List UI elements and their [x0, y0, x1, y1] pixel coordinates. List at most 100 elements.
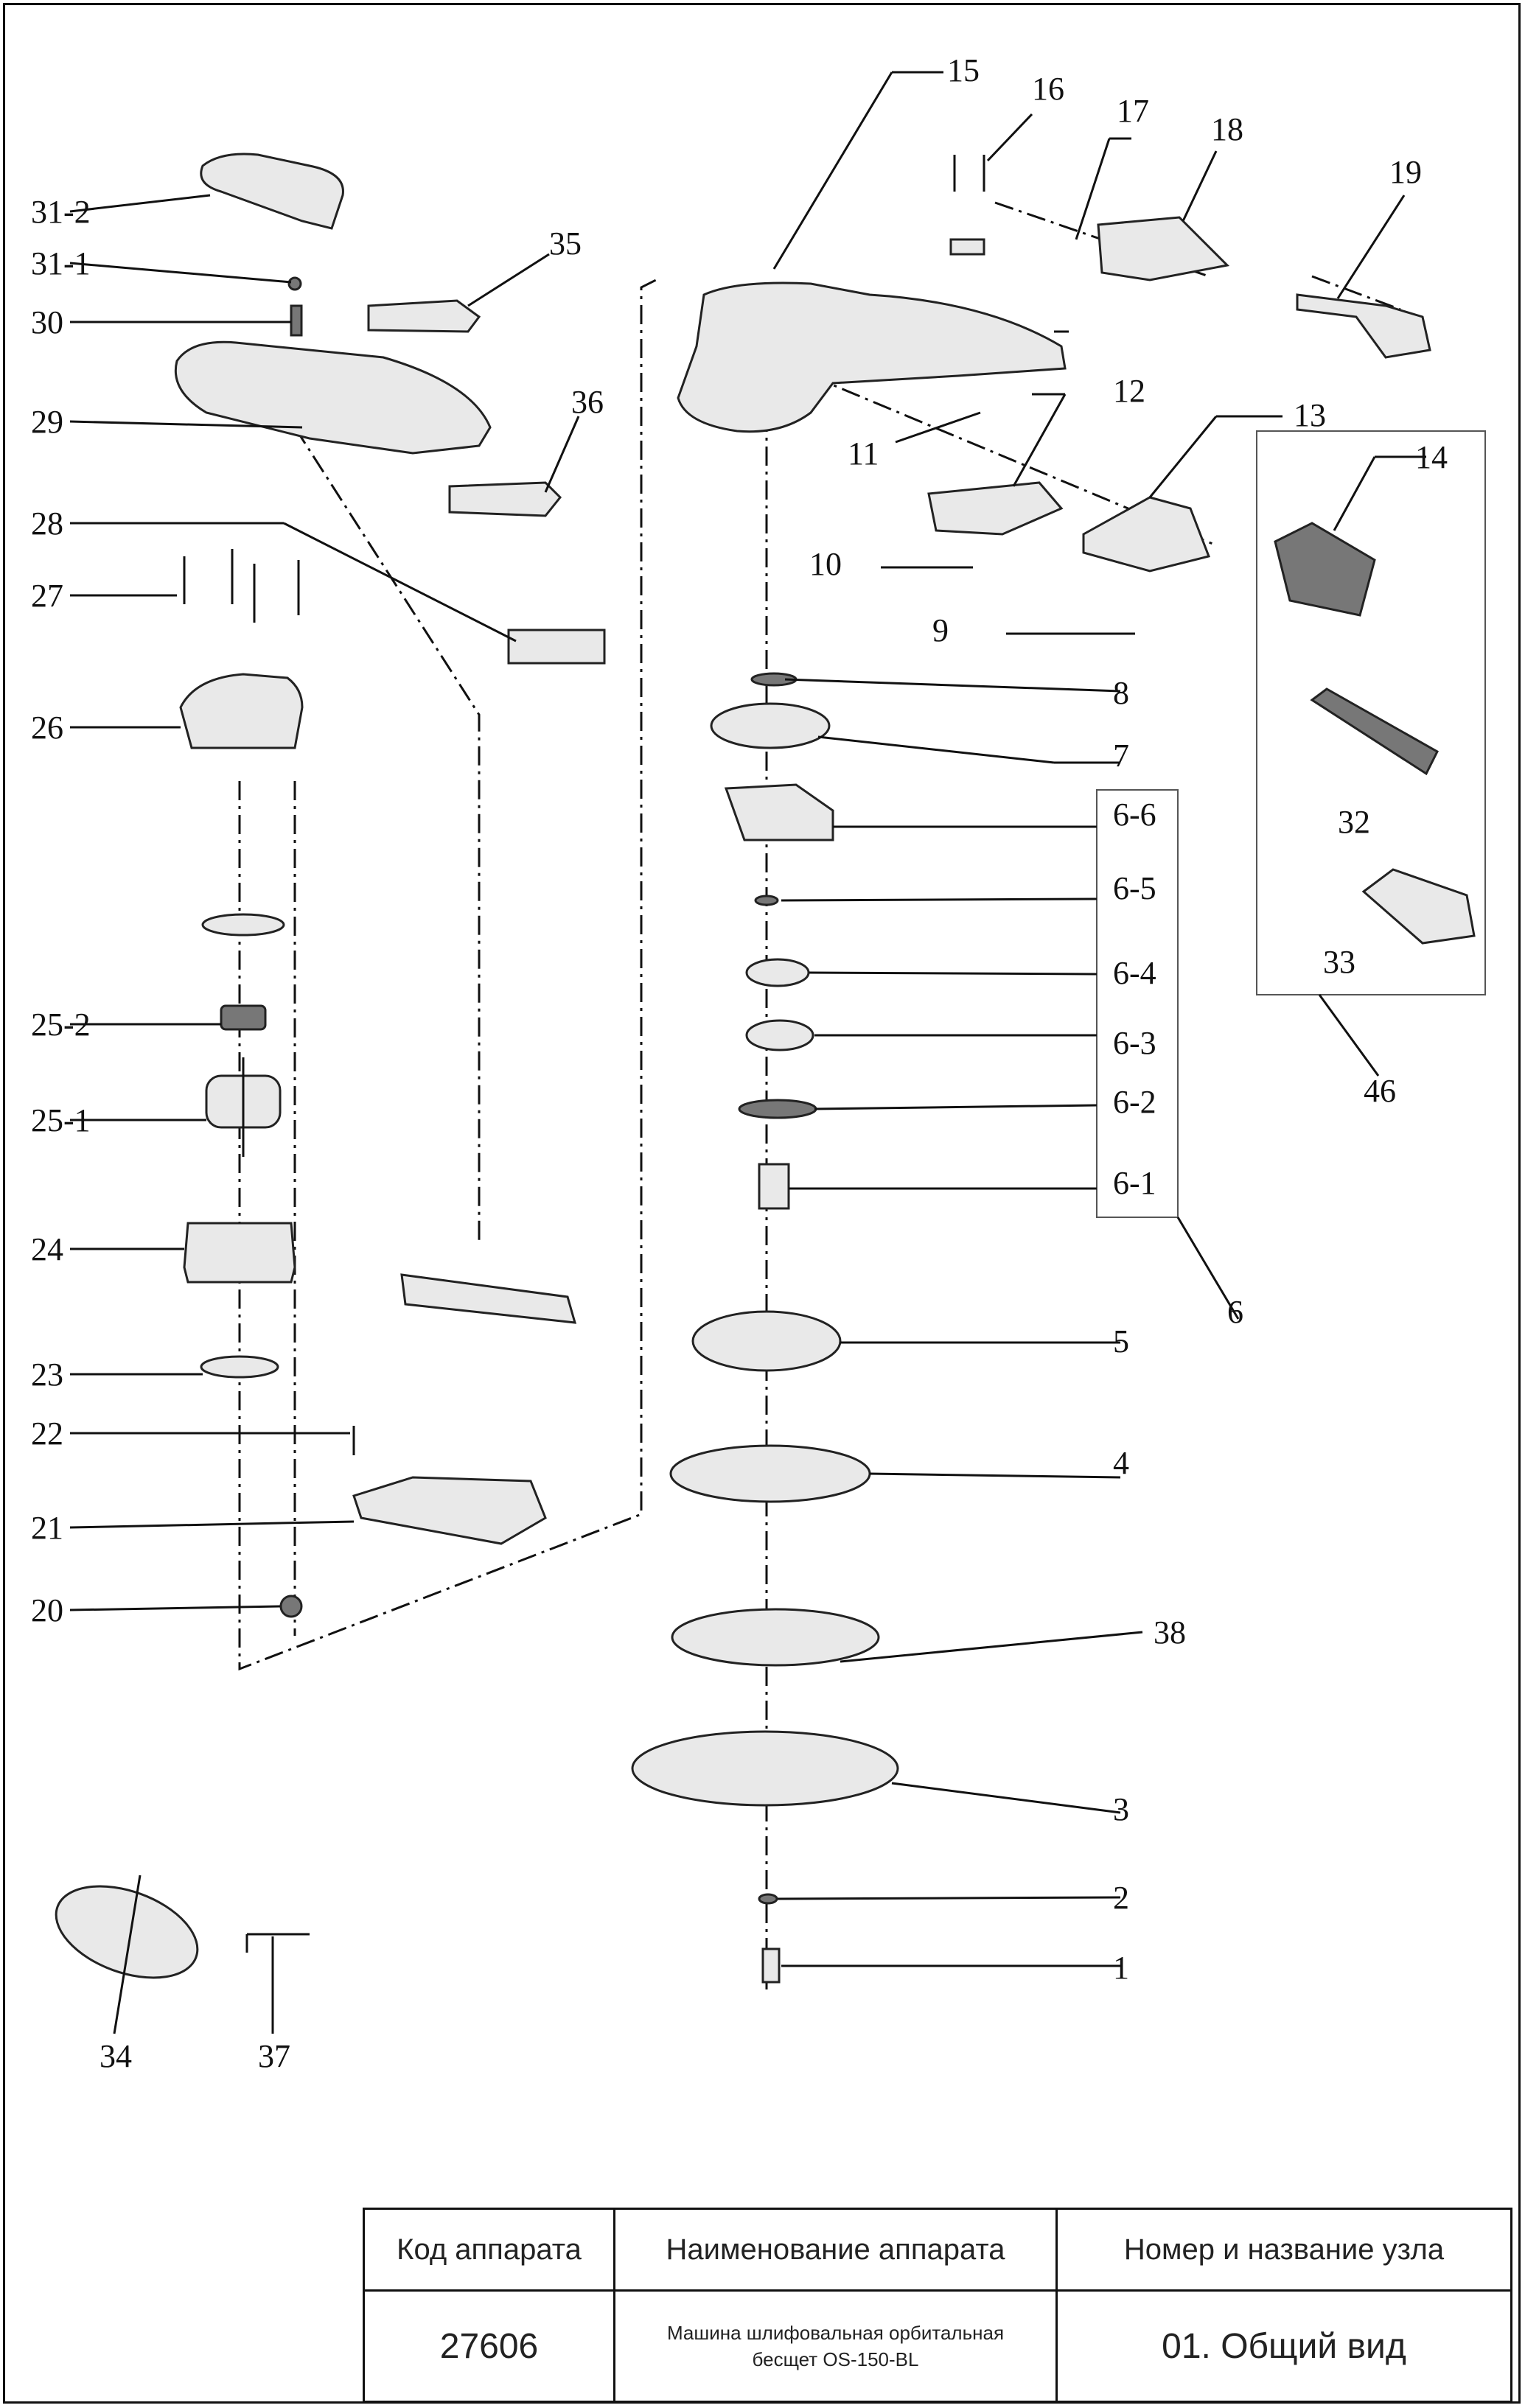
group-46-frame [1256, 430, 1486, 995]
part-1-screw [761, 1947, 781, 1984]
callout-33: 33 [1323, 944, 1355, 980]
callout-7: 7 [1113, 738, 1129, 774]
part-38-disc [671, 1608, 880, 1667]
callout-38: 38 [1154, 1614, 1186, 1651]
value-node: 01. Общий вид [1055, 2289, 1512, 2403]
callout-16: 16 [1032, 71, 1064, 107]
callout-32: 32 [1338, 804, 1370, 840]
callout-4: 4 [1113, 1445, 1129, 1481]
part-25-2-bearing [220, 1004, 267, 1031]
part-6-6-eccentric [724, 783, 834, 841]
callout-6: 6 [1227, 1294, 1243, 1330]
part-34-disc [55, 1885, 199, 1979]
part-4-seal [669, 1444, 871, 1503]
part-15-motor-housing [677, 281, 1067, 433]
callout-37: 36 [571, 384, 604, 420]
callout-30: 30 [31, 304, 63, 340]
callout-31-2: 31-2 [31, 194, 91, 230]
part-37-label [448, 481, 562, 517]
callout-3: 3 [1113, 1791, 1129, 1827]
part-19-plug [1296, 293, 1431, 359]
callout-2: 2 [1113, 1880, 1129, 1916]
part-6-4-bearing [745, 958, 810, 987]
part-29-housing-top [174, 340, 492, 455]
callout-36: 35 [549, 225, 582, 262]
part-23-ring [200, 1355, 279, 1379]
part-7-gear [710, 702, 831, 749]
part-6-3-bearing [745, 1019, 814, 1051]
part-12-cover [927, 481, 1064, 536]
callout-6-1: 6-1 [1113, 1165, 1156, 1201]
callout-28: 28 [31, 505, 63, 542]
part-24-stator [183, 1222, 296, 1284]
page-border [3, 3, 1521, 2404]
callout-18: 18 [1211, 111, 1243, 147]
part-30-spring [290, 304, 303, 337]
part-3-pad [631, 1730, 899, 1807]
callout-5: 5 [1113, 1323, 1129, 1359]
callout-29: 29 [31, 404, 63, 440]
part-ring-upper [201, 913, 285, 937]
part-21-controller [352, 1476, 547, 1545]
callout-17: 17 [1117, 93, 1149, 129]
part-25-1-rotor [205, 1057, 282, 1157]
callout-20: 20 [31, 1592, 63, 1628]
value-code: 27606 [363, 2289, 615, 2403]
callout-9: 9 [932, 612, 949, 648]
callout-6-2: 6-2 [1113, 1084, 1156, 1120]
part-6-1-shaft [758, 1163, 790, 1210]
part-6-2-ring [738, 1099, 817, 1119]
callout-27: 27 [31, 578, 63, 614]
part-27-screws [183, 549, 300, 623]
callout-10: 10 [809, 546, 842, 582]
part-31-2-top-cover [200, 153, 344, 230]
callout-14: 14 [1415, 439, 1448, 475]
part-6-5-washer [754, 895, 779, 906]
callout-labels: 31-2 31-1 30 29 28 27 26 25-2 25-1 24 23… [31, 52, 1448, 2074]
callout-8: 8 [1113, 675, 1129, 711]
part-20-clip [279, 1595, 303, 1618]
part-17-clamp [949, 238, 985, 256]
callout-6-3: 6-3 [1113, 1025, 1156, 1061]
part-35-hex-key [245, 1933, 310, 1953]
callout-1: 1 [1113, 1950, 1129, 1986]
part-31-1-nut [287, 276, 302, 291]
callout-24: 24 [31, 1231, 63, 1267]
part-pcb [400, 1273, 577, 1324]
callout-15: 15 [947, 52, 980, 88]
part-13-adapter [1082, 496, 1211, 573]
part-28-switch [507, 629, 606, 665]
title-block: Код аппарата Наименование аппарата Номер… [363, 2208, 1512, 2403]
part-14-dust-port [1274, 522, 1376, 617]
callout-35: 37 [258, 2038, 290, 2074]
callout-6-4: 6-4 [1113, 955, 1156, 991]
callout-13: 13 [1294, 397, 1326, 433]
part-2-washer [758, 1893, 778, 1905]
group-6-frame [1096, 789, 1179, 1218]
part-33-adapter [1361, 868, 1476, 945]
callout-23: 23 [31, 1357, 63, 1393]
value-name-line1: Машина шлифовальная орбитальная [666, 2322, 1005, 2344]
callout-22: 22 [31, 1415, 63, 1452]
part-36-label [367, 299, 481, 333]
part-18-cable-sleeve [1097, 216, 1230, 281]
leader-lines [69, 71, 1426, 2034]
value-name: Машина шлифовальная орбитальная бесщет O… [613, 2289, 1058, 2403]
callout-34: 34 [100, 2038, 132, 2074]
header-code: Код аппарата [363, 2208, 615, 2292]
header-node: Номер и название узла [1055, 2208, 1512, 2292]
callout-26: 26 [31, 710, 63, 746]
callout-46: 46 [1364, 1073, 1396, 1109]
callout-25-1: 25-1 [31, 1102, 91, 1138]
callout-12: 12 [1113, 373, 1145, 409]
callout-21: 21 [31, 1510, 63, 1546]
callout-25-2: 25-2 [31, 1007, 91, 1043]
value-name-line2: бесщет OS-150-BL [752, 2348, 919, 2370]
callout-6-5: 6-5 [1113, 870, 1156, 906]
callout-19: 19 [1389, 154, 1422, 190]
part-26-bearing-cap [179, 673, 304, 749]
header-name: Наименование аппарата [613, 2208, 1058, 2292]
part-16-screws [953, 155, 985, 192]
part-32-hose-spring [1310, 687, 1439, 776]
